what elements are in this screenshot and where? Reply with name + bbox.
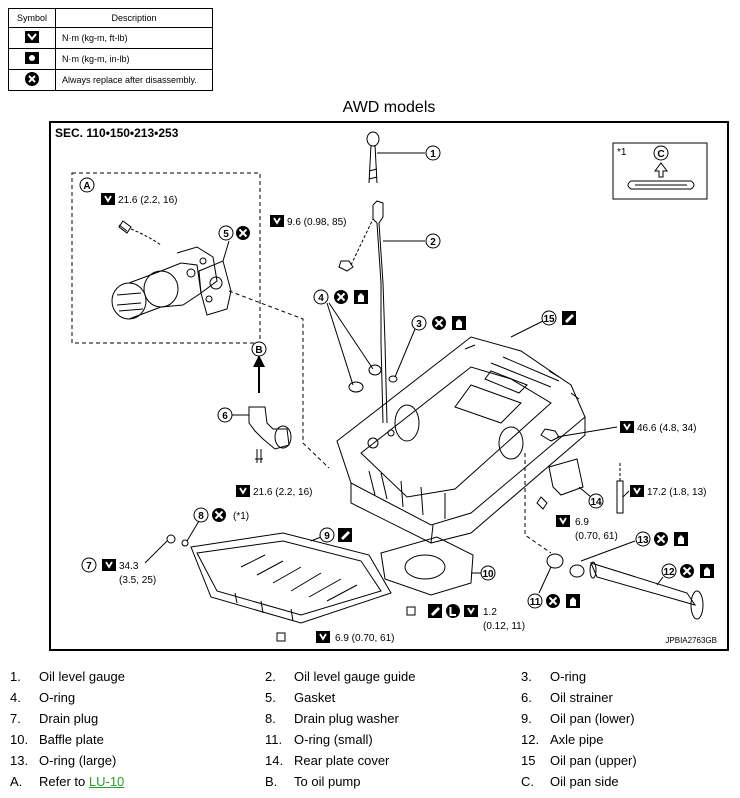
legend-text: N·m (kg-m, in-lb) xyxy=(55,48,213,70)
torque-12-1: 1.2 xyxy=(483,607,497,618)
callout-13: 13 xyxy=(637,535,649,546)
legend-row: N·m (kg-m, ft-lb) xyxy=(8,27,213,49)
torque-a: 21.6 (2.2, 16) xyxy=(118,195,177,206)
callout-6: 6 xyxy=(222,411,228,422)
always-replace-icon xyxy=(431,315,447,331)
torque-drain-1: 34.3 xyxy=(119,561,139,572)
always-replace-icon xyxy=(653,531,669,547)
torque-69a-1: 6.9 xyxy=(575,517,589,528)
callout-2: 2 xyxy=(430,237,436,248)
inset-b-letter: B xyxy=(255,345,262,356)
oil-icon xyxy=(354,290,368,304)
legend-text: N·m (kg-m, ft-lb) xyxy=(55,27,213,49)
legend-header-symbol: Symbol xyxy=(8,8,56,28)
torque-17: 17.2 (1.8, 13) xyxy=(647,487,706,498)
symbol-legend-table: Symbol Description N·m (kg-m, ft-lb) N·m… xyxy=(8,8,213,91)
torque-small-icon xyxy=(269,214,285,228)
callout-3: 3 xyxy=(416,319,422,330)
diagram-drawing: A 21.6 (2.2, 16) 5 1 xyxy=(71,131,714,644)
torque-icon xyxy=(619,420,635,434)
torque-icon xyxy=(235,484,251,498)
locking-sealant-icon xyxy=(445,603,461,619)
callout-14: 14 xyxy=(590,497,602,508)
lu-10-link[interactable]: LU-10 xyxy=(88,774,125,789)
torque-12-2: (0.12, 11) xyxy=(483,621,525,632)
inset-a-letter: A xyxy=(83,181,90,192)
legend-row: Always replace after disassembly. xyxy=(8,69,213,91)
callout-9: 9 xyxy=(324,531,330,542)
torque-drain-2: (3.5, 25) xyxy=(119,575,156,586)
inset-c-star: *1 xyxy=(617,147,627,158)
always-replace-icon xyxy=(333,289,349,305)
torque-wrench-icon xyxy=(25,31,39,43)
torque-small-icon xyxy=(463,604,479,618)
callout-12: 12 xyxy=(663,567,675,578)
always-replace-icon xyxy=(679,563,695,579)
callout-1: 1 xyxy=(430,149,436,160)
inset-c-letter: C xyxy=(657,149,664,160)
legend-header-description: Description xyxy=(55,8,213,28)
always-replace-icon xyxy=(235,225,251,241)
washer-note: (*1) xyxy=(233,511,249,522)
torque-69b: 6.9 (0.70, 61) xyxy=(335,633,394,644)
callout-10: 10 xyxy=(482,569,494,580)
sealant-icon xyxy=(428,604,442,618)
oil-icon xyxy=(452,316,466,330)
torque-strainer: 21.6 (2.2, 16) xyxy=(253,487,312,498)
torque-icon xyxy=(100,192,116,206)
section-number: SEC. 110•150•213•253 xyxy=(55,126,179,140)
always-replace-icon xyxy=(25,72,39,86)
figure-code: JPBIA2763GB xyxy=(665,636,717,645)
torque-69a-2: (0.70, 61) xyxy=(575,531,618,542)
callout-5: 5 xyxy=(223,229,229,240)
torque-icon xyxy=(101,558,117,572)
oil-icon xyxy=(700,564,714,578)
oil-icon xyxy=(674,532,688,546)
torque-small-icon xyxy=(555,514,571,528)
callout-11: 11 xyxy=(530,597,541,608)
always-replace-icon xyxy=(211,507,227,523)
sealant-icon xyxy=(562,311,576,325)
oil-icon xyxy=(566,594,580,608)
inset-a-marker xyxy=(79,177,95,193)
torque-wrench-small-icon xyxy=(25,52,39,64)
inset-a-box xyxy=(71,172,261,344)
legend-row: N·m (kg-m, in-lb) xyxy=(8,48,213,70)
callout-7: 7 xyxy=(86,561,92,572)
torque-46: 46.6 (4.8, 34) xyxy=(637,423,696,434)
always-replace-icon xyxy=(545,593,561,609)
torque-icon xyxy=(629,484,645,498)
callout-8: 8 xyxy=(198,511,204,522)
torque-guide: 9.6 (0.98, 85) xyxy=(287,217,346,228)
inset-c-box xyxy=(612,142,708,200)
page-title: AWD models xyxy=(342,99,436,116)
legend-text: Always replace after disassembly. xyxy=(55,69,213,91)
sealant-icon xyxy=(338,528,352,542)
callout-4: 4 xyxy=(318,293,324,304)
exploded-diagram: SEC. 110•150•213•253 xyxy=(49,121,729,651)
callout-15: 15 xyxy=(543,314,555,325)
torque-small-icon xyxy=(315,630,331,644)
